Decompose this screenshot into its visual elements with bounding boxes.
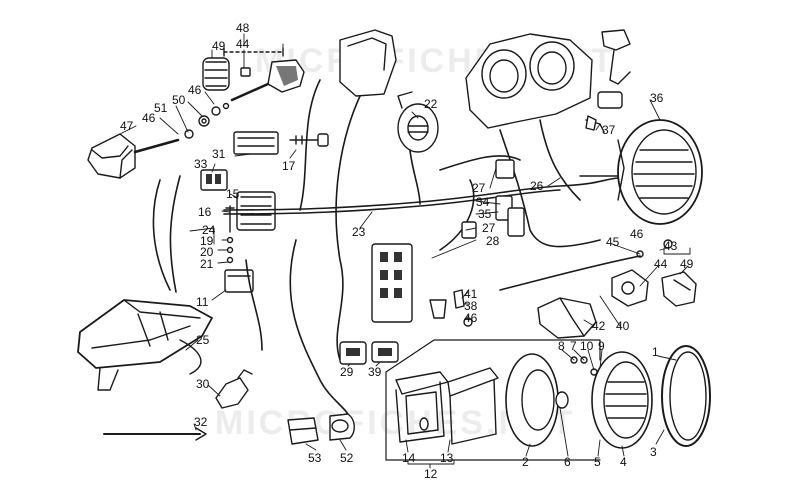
ignition-parts [103,369,355,445]
callout-51: 51 [154,101,168,115]
callout-15: 15 [226,187,240,201]
callout-42: 42 [592,319,606,333]
callout-46: 46 [142,111,156,125]
callout-48: 48 [236,21,250,35]
callout-5: 5 [594,455,601,469]
callout-4: 4 [620,455,627,469]
callout-11: 11 [196,295,209,309]
fuse-box-part [371,159,525,323]
headlight-part [579,119,703,225]
callout-53: 53 [308,451,322,465]
callout-31: 31 [212,147,226,161]
turn-signal-left-front-part [202,47,305,102]
callout-26: 26 [530,179,544,193]
horn-part [397,91,439,153]
callout-49: 49 [212,39,226,53]
callout-35: 35 [478,207,492,221]
callout-50: 50 [172,93,186,107]
callout-21: 21 [200,257,214,271]
callout-25: 25 [196,333,210,347]
callout-19: 19 [200,234,214,248]
callout-13: 13 [440,451,454,465]
mirror-stem-parts [184,102,230,139]
callout-43: 43 [664,239,678,253]
callout-23: 23 [352,225,366,239]
callout-27: 27 [482,221,496,235]
callout-16: 16 [198,205,212,219]
callout-29: 29 [340,365,354,379]
callout-20: 20 [200,245,214,259]
callout-32: 32 [194,415,208,429]
turn-signal-left-rear-part [87,133,180,179]
callout-46: 46 [630,227,644,241]
taillight-part [77,299,213,391]
callout-46: 46 [188,83,202,97]
callout-45: 45 [606,235,620,249]
callout-46: 46 [464,311,478,325]
turn-signal-right-parts [499,239,697,339]
switch-parts [339,341,399,365]
callout-40: 40 [616,319,630,333]
callout-1: 1 [652,345,659,359]
callout-10: 10 [580,339,594,353]
callout-27: 27 [472,181,486,195]
callout-12: 12 [424,467,438,481]
callout-44: 44 [654,257,668,271]
callout-9: 9 [598,339,605,353]
callout-41: 41 [464,287,478,301]
callout-39: 39 [368,365,382,379]
callout-36: 36 [650,91,664,105]
callout-22: 22 [424,97,438,111]
callout-14: 14 [402,451,416,465]
callout-3: 3 [650,445,657,459]
callout-6: 6 [564,455,571,469]
callout-37: 37 [602,123,616,137]
callout-2: 2 [522,455,529,469]
leader-lines [119,33,691,469]
relay-parts [200,131,329,293]
wiring-harness-part [152,79,619,421]
callout-34: 34 [476,195,490,209]
callout-30: 30 [196,377,210,391]
callout-52: 52 [340,451,354,465]
callout-47: 47 [120,119,134,133]
callout-44: 44 [236,37,250,51]
callout-24: 24 [202,223,216,237]
callout-7: 7 [570,339,577,353]
callout-49: 49 [680,257,694,271]
callout-38: 38 [464,299,478,313]
callout-8: 8 [558,339,565,353]
headlight-exploded-box [385,339,711,461]
instrument-cluster-part [339,29,631,133]
callout-17: 17 [282,159,296,173]
callout-33: 33 [194,157,208,171]
callout-28: 28 [486,234,500,248]
small-parts [429,115,597,327]
